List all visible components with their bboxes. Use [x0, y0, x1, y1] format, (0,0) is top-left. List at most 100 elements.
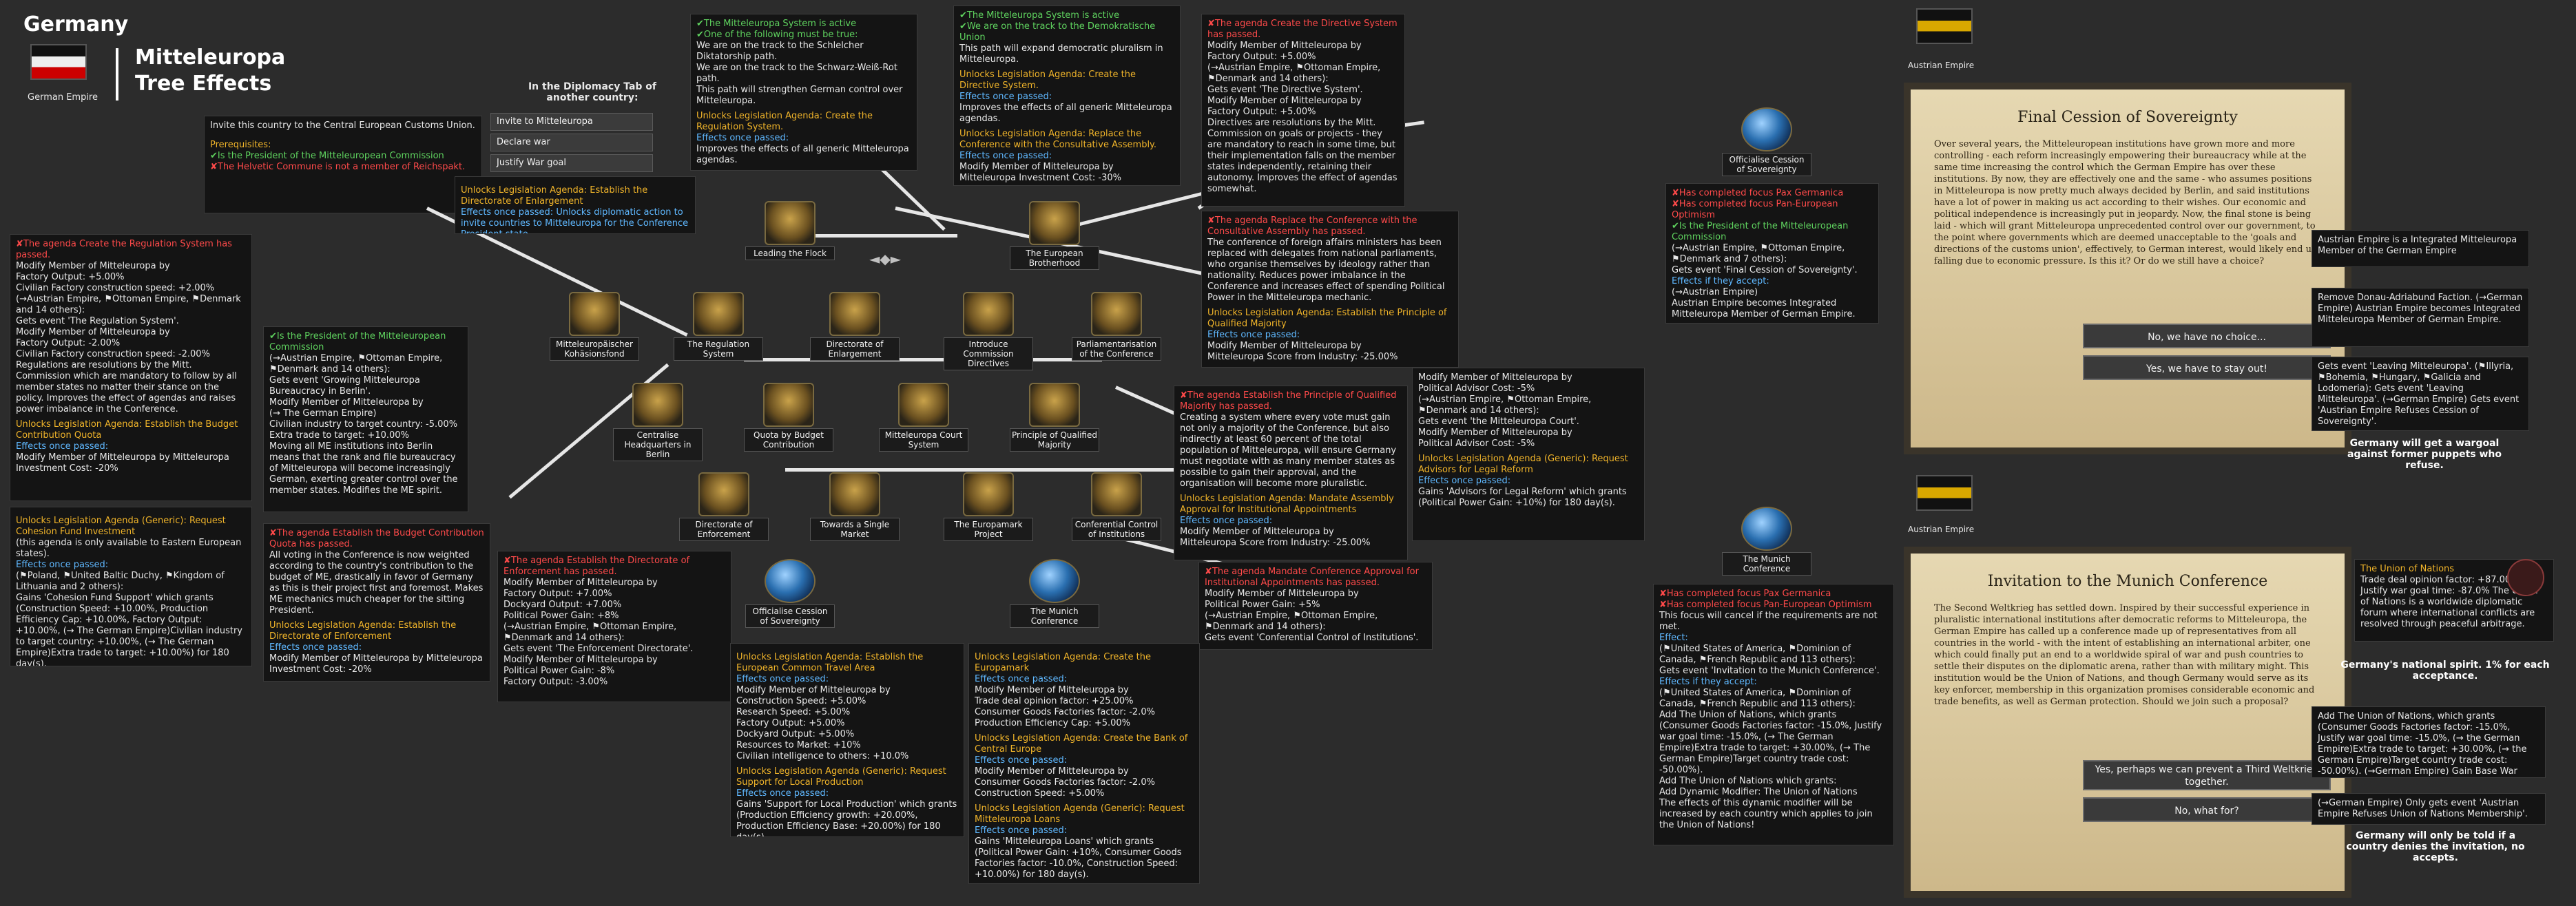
tooltip-line: Effects once passed:: [975, 755, 1194, 766]
tooltip-line: ✘Has completed focus Pan-European Optimi…: [1659, 600, 1888, 611]
tooltip-line: The effects of this dynamic modifier wil…: [1659, 798, 1888, 831]
tooltip-line: Gets event 'Conferential Control of Inst…: [1205, 633, 1426, 644]
tooltip-line: Effects once passed:: [736, 788, 958, 799]
focus-conferential-control[interactable]: Conferential Control of Institutions: [1072, 472, 1161, 541]
diplomacy-caption: In the Diplomacy Tab of another country:: [510, 81, 675, 103]
tooltip-line: ✘The agenda Mandate Conference Approval …: [1205, 567, 1426, 589]
tooltip-line: Unlocks Legislation Agenda: Create the R…: [696, 111, 911, 133]
tooltip-line: Modify Member of Mitteleuropa by Mittele…: [16, 452, 246, 474]
focus-single-market[interactable]: Towards a Single Market: [810, 472, 900, 541]
tooltip-line: Unlocks Legislation Agenda (Generic): Re…: [16, 516, 246, 538]
declare-war-button[interactable]: Declare war: [490, 134, 653, 151]
invite-tooltip: Invite this country to the Central Europ…: [204, 116, 482, 213]
tooltip-line: Gets event 'the Mitteleuropa Court'.: [1418, 417, 1639, 428]
focus-label: The Europamark Project: [944, 518, 1033, 541]
tooltip-line: Effects once passed: Unlocks diplomatic …: [461, 207, 689, 234]
focus-parliamentarisation[interactable]: Parliamentarisation of the Conference: [1072, 292, 1161, 361]
event-body: Over several years, the Mitteleuropean i…: [1911, 126, 2345, 280]
tooltip-line: Construction Speed: +5.00%: [736, 696, 958, 707]
tooltip-line: ✘Has completed focus Pan-European Optimi…: [1672, 199, 1873, 221]
event-option-decline[interactable]: No, what for?: [2083, 797, 2331, 822]
event-option-no-choice[interactable]: No, we have no choice...: [2083, 324, 2331, 348]
tooltip-single-market: Unlocks Legislation Agenda: Establish th…: [730, 643, 964, 837]
tooltip-line: Civilian Factory construction speed: +2.…: [16, 283, 246, 294]
tooltip-line: Mitteleuropa Score from Industry: -25.00…: [1207, 352, 1453, 363]
note-invitation: Germany will only be told if a country d…: [2346, 830, 2525, 863]
focus-european-brotherhood[interactable]: The European Brotherhood: [1010, 201, 1099, 270]
tooltip-line: This path will expand democratic plurali…: [959, 43, 1174, 65]
union-emblem-icon: [2507, 559, 2544, 596]
tooltip-leading-the-flock: ✔The Mitteleuropa System is active✔One o…: [690, 14, 917, 171]
tooltip-directive-system: ✘The agenda Create the Directive System …: [1201, 14, 1405, 207]
tooltip-line: ✔Is the President of the Mitteleuropean …: [1672, 221, 1873, 243]
focus-munich-conference-right[interactable]: The Munich Conference: [1722, 507, 1811, 576]
effect-accept-cession: Remove Donau-Adriabund Faction. (→German…: [2312, 288, 2529, 347]
focus-directorate-enforcement[interactable]: Directorate of Enforcement: [679, 472, 769, 541]
tooltip-line: Unlocks Legislation Agenda: Create the E…: [975, 652, 1194, 674]
tooltip-line: Modify Member of Mitteleuropa by Mittele…: [269, 653, 484, 675]
tooltip-line: Prerequisites:: [210, 140, 476, 151]
focus-label: The European Brotherhood: [1010, 246, 1099, 270]
tooltip-line: Gains 'Mitteleuropa Loans' which grants …: [975, 836, 1194, 881]
parliament-icon: [1091, 292, 1142, 336]
tooltip-line: Effects once passed:: [959, 151, 1174, 162]
tooltip-line: Modify Member of Mitteleuropa by: [736, 685, 958, 696]
tooltip-line: Gets event 'Growing Mitteleuropa Bureauc…: [269, 375, 462, 397]
tooltip-line: Modify Member of Mitteleuropa by: [975, 766, 1194, 777]
tooltip-line: Factory Output: +5.00%: [1207, 52, 1399, 63]
coins-icon: [763, 383, 814, 427]
focus-kohasionsfond[interactable]: Mitteleuropäischer Kohäsionsfond: [550, 292, 639, 361]
tooltip-line: (→ The German Empire): [269, 408, 462, 419]
focus-label: The Munich Conference: [1010, 604, 1099, 628]
tooltip-line: Factory Output: -2.00%: [16, 338, 246, 349]
tooltip-line: Mitteleuropa Investment Cost: -30%: [959, 173, 1174, 184]
note-wargoal: Germany will get a wargoal against forme…: [2335, 438, 2514, 471]
building-icon: [632, 383, 683, 427]
country-caption: German Empire: [28, 92, 98, 103]
tooltip-mandate-approval: ✘The agenda Mandate Conference Approval …: [1198, 562, 1433, 650]
focus-officialise-cession-right[interactable]: Officialise Cession of Sovereignty: [1722, 107, 1811, 176]
tooltip-line: (→Austrian Empire, ⚑Ottoman Empire, ⚑Den…: [1205, 611, 1426, 633]
focus-leading-the-flock[interactable]: Leading the Flock: [745, 201, 835, 260]
tooltip-line: Modify Member of Mitteleuropa by: [1418, 372, 1639, 383]
tooltip-line: (⚑United States of America, ⚑Dominion of…: [1659, 644, 1888, 666]
event-option-stay-out[interactable]: Yes, we have to stay out!: [2083, 355, 2331, 380]
tooltip-line: Modify Member of Mitteleuropa by: [16, 327, 246, 338]
tooltip-line: ✔Is the President of the Mitteleuropean …: [269, 331, 462, 353]
tooltip-line: (this agenda is only available to Easter…: [16, 538, 246, 560]
focus-centralise-hq[interactable]: Centralise Headquarters in Berlin: [613, 383, 703, 461]
focus-introduce-commission[interactable]: Introduce Commission Directives: [944, 292, 1033, 370]
tooltip-line: Modify Member of Mitteleuropa by: [503, 655, 725, 666]
focus-munich-conference[interactable]: The Munich Conference: [1010, 559, 1099, 628]
invite-button[interactable]: Invite to Mitteleuropa: [490, 113, 653, 131]
tooltip-line: ✘The agenda Replace the Conference with …: [1207, 215, 1453, 238]
page-subtitle: Tree Effects: [135, 72, 271, 96]
focus-regulation-system[interactable]: The Regulation System: [674, 292, 763, 361]
focus-label: Principle of Qualified Majority: [1010, 428, 1099, 452]
globe-icon: [1741, 507, 1792, 551]
justify-wargoal-button[interactable]: Justify War goal: [490, 154, 653, 172]
focus-qualified-majority[interactable]: Principle of Qualified Majority: [1010, 383, 1099, 452]
tooltip-line: Gets event 'The Enforcement Directorate'…: [503, 644, 725, 655]
tooltip-line: Effects if they accept:: [1659, 677, 1888, 688]
fund-icon: [569, 292, 620, 336]
tooltip-line: Regulations are resolutions by the Mitt.…: [16, 360, 246, 415]
tooltip-line: Modify Member of Mitteleuropa by: [1205, 589, 1426, 600]
focus-quota-budget[interactable]: Quota by Budget Contribution: [744, 383, 833, 452]
court-icon: [898, 383, 949, 427]
tooltip-qualified-majority: ✘The agenda Establish the Principle of Q…: [1174, 386, 1408, 560]
event-option-join[interactable]: Yes, perhaps we can prevent a Third Welt…: [2083, 760, 2331, 790]
event-final-cession: Final Cession of Sovereignty Over severa…: [1904, 83, 2351, 454]
tooltip-line: Factory Output: +5.00%: [736, 718, 958, 729]
tooltip-line: (→Austrian Empire, ⚑Ottoman Empire, ⚑Den…: [503, 622, 725, 644]
tooltip-line: Effects once passed:: [269, 642, 484, 653]
focus-label: Centralise Headquarters in Berlin: [613, 428, 703, 461]
tooltip-line: This focus will cancel if the requiremen…: [1659, 611, 1888, 633]
event-munich-invitation: Invitation to the Munich Conference The …: [1904, 547, 2351, 898]
focus-court-system[interactable]: Mitteleuropa Court System: [879, 383, 968, 452]
focus-directorate-enlargement[interactable]: Directorate of Enlargement: [810, 292, 900, 361]
tooltip-line: All voting in the Conference is now weig…: [269, 550, 484, 616]
focus-europamark-project[interactable]: The Europamark Project: [944, 472, 1033, 541]
focus-officialise-cession[interactable]: Officialise Cession of Sovereignty: [745, 559, 835, 628]
tooltip-line: Unlocks Legislation Agenda: Create the D…: [959, 70, 1174, 92]
